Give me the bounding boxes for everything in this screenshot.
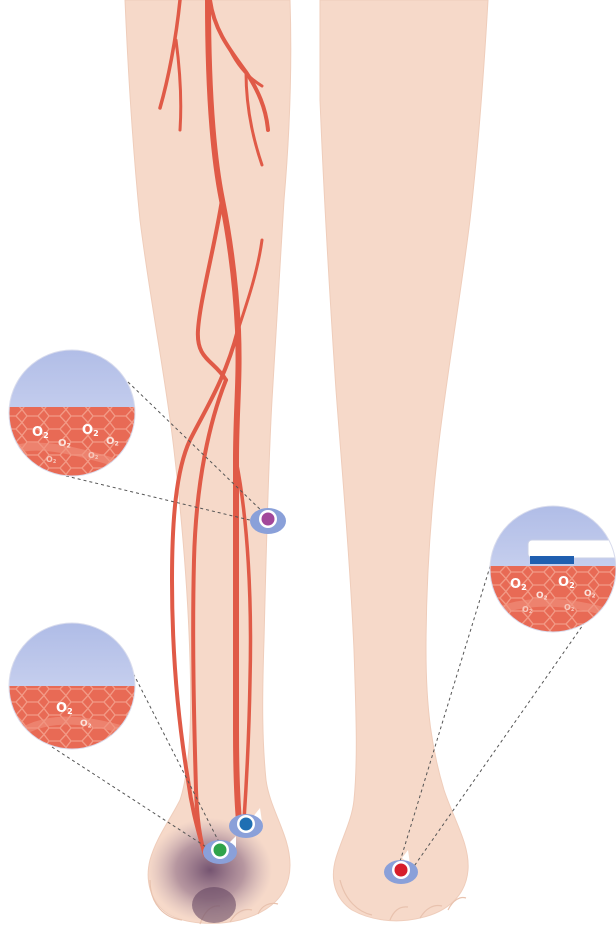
left-leg [125, 0, 291, 923]
probe-tip [530, 556, 574, 564]
right-leg [320, 0, 488, 921]
connector-lines [52, 382, 585, 872]
magnifier-reference: O2 O2 O2 O2 O2 O2 [490, 500, 616, 646]
magnifier-calf: O2 O2 O2 O2 O2 O2 [0, 340, 150, 500]
magnifier-foot: O2 O2 [0, 620, 150, 766]
probe-body [528, 540, 616, 558]
